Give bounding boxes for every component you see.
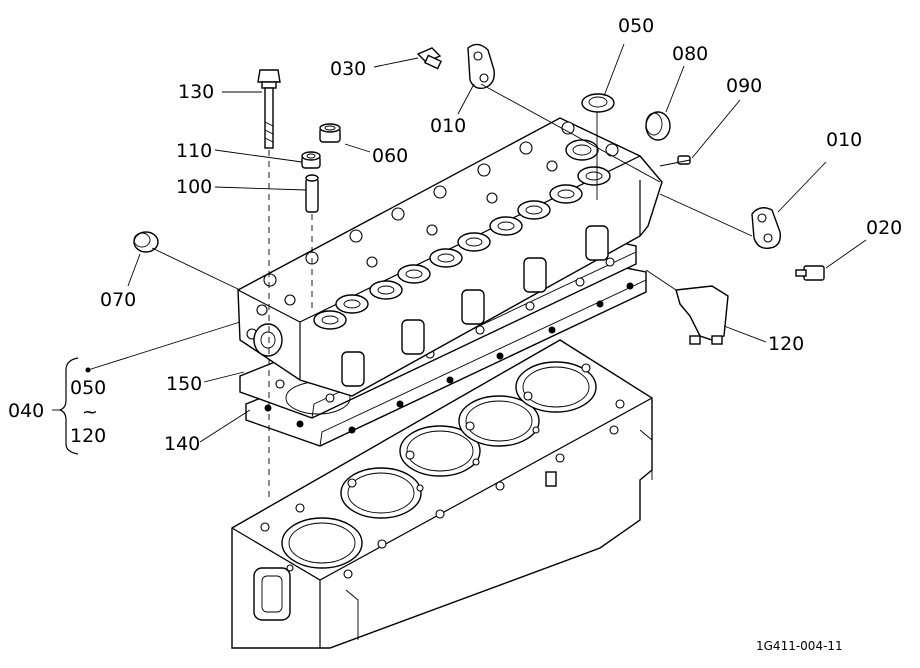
cap-070 bbox=[133, 231, 159, 253]
block-bore-5 bbox=[515, 361, 597, 413]
callout-080: 080 bbox=[672, 43, 708, 65]
head-valve-seats bbox=[313, 166, 611, 330]
callout-010-left: 010 bbox=[430, 115, 466, 137]
callout-090: 090 bbox=[726, 75, 762, 97]
cap-120 bbox=[675, 285, 729, 345]
callout-050: 050 bbox=[618, 15, 654, 37]
cylinder-head bbox=[237, 117, 663, 397]
callout-130: 130 bbox=[178, 81, 214, 103]
seal-050 bbox=[581, 93, 615, 113]
plug-080 bbox=[645, 111, 671, 141]
block-bore-4 bbox=[458, 395, 540, 447]
callout-060: 060 bbox=[372, 145, 408, 167]
bolt-030 bbox=[416, 47, 442, 70]
callout-070: 070 bbox=[100, 289, 136, 311]
callout-120: 120 bbox=[768, 333, 804, 355]
block-bore-2 bbox=[340, 467, 422, 519]
callout-010-right: 010 bbox=[826, 129, 862, 151]
group-to: 120 bbox=[70, 425, 106, 447]
callout-100: 100 bbox=[176, 176, 212, 198]
callout-150: 150 bbox=[166, 373, 202, 395]
drawing-code: 1G411-004-11 bbox=[756, 639, 843, 653]
callout-040: 040 bbox=[8, 400, 44, 422]
block-bore-1 bbox=[281, 517, 363, 569]
group-from: 050 bbox=[70, 377, 106, 399]
head-exhaust-ports bbox=[341, 225, 609, 387]
bolt-130 bbox=[257, 69, 281, 149]
group-bracket bbox=[52, 357, 79, 455]
group-tilde: ~ bbox=[82, 401, 98, 423]
hanger-010-left bbox=[467, 43, 495, 90]
leader-lines bbox=[87, 43, 867, 500]
block-bore-3 bbox=[399, 425, 481, 477]
callout-020: 020 bbox=[866, 217, 902, 239]
cap-060 bbox=[319, 123, 341, 143]
seal-110 bbox=[301, 151, 321, 169]
bolt-020 bbox=[795, 265, 825, 281]
callout-030: 030 bbox=[330, 58, 366, 80]
group-dot bbox=[85, 367, 91, 373]
callout-110: 110 bbox=[176, 140, 212, 162]
block-bolt-holes bbox=[260, 363, 625, 579]
cylinder-block bbox=[231, 339, 653, 649]
hanger-010-right bbox=[751, 207, 781, 249]
callout-140: 140 bbox=[164, 433, 200, 455]
guide-100 bbox=[305, 174, 319, 213]
